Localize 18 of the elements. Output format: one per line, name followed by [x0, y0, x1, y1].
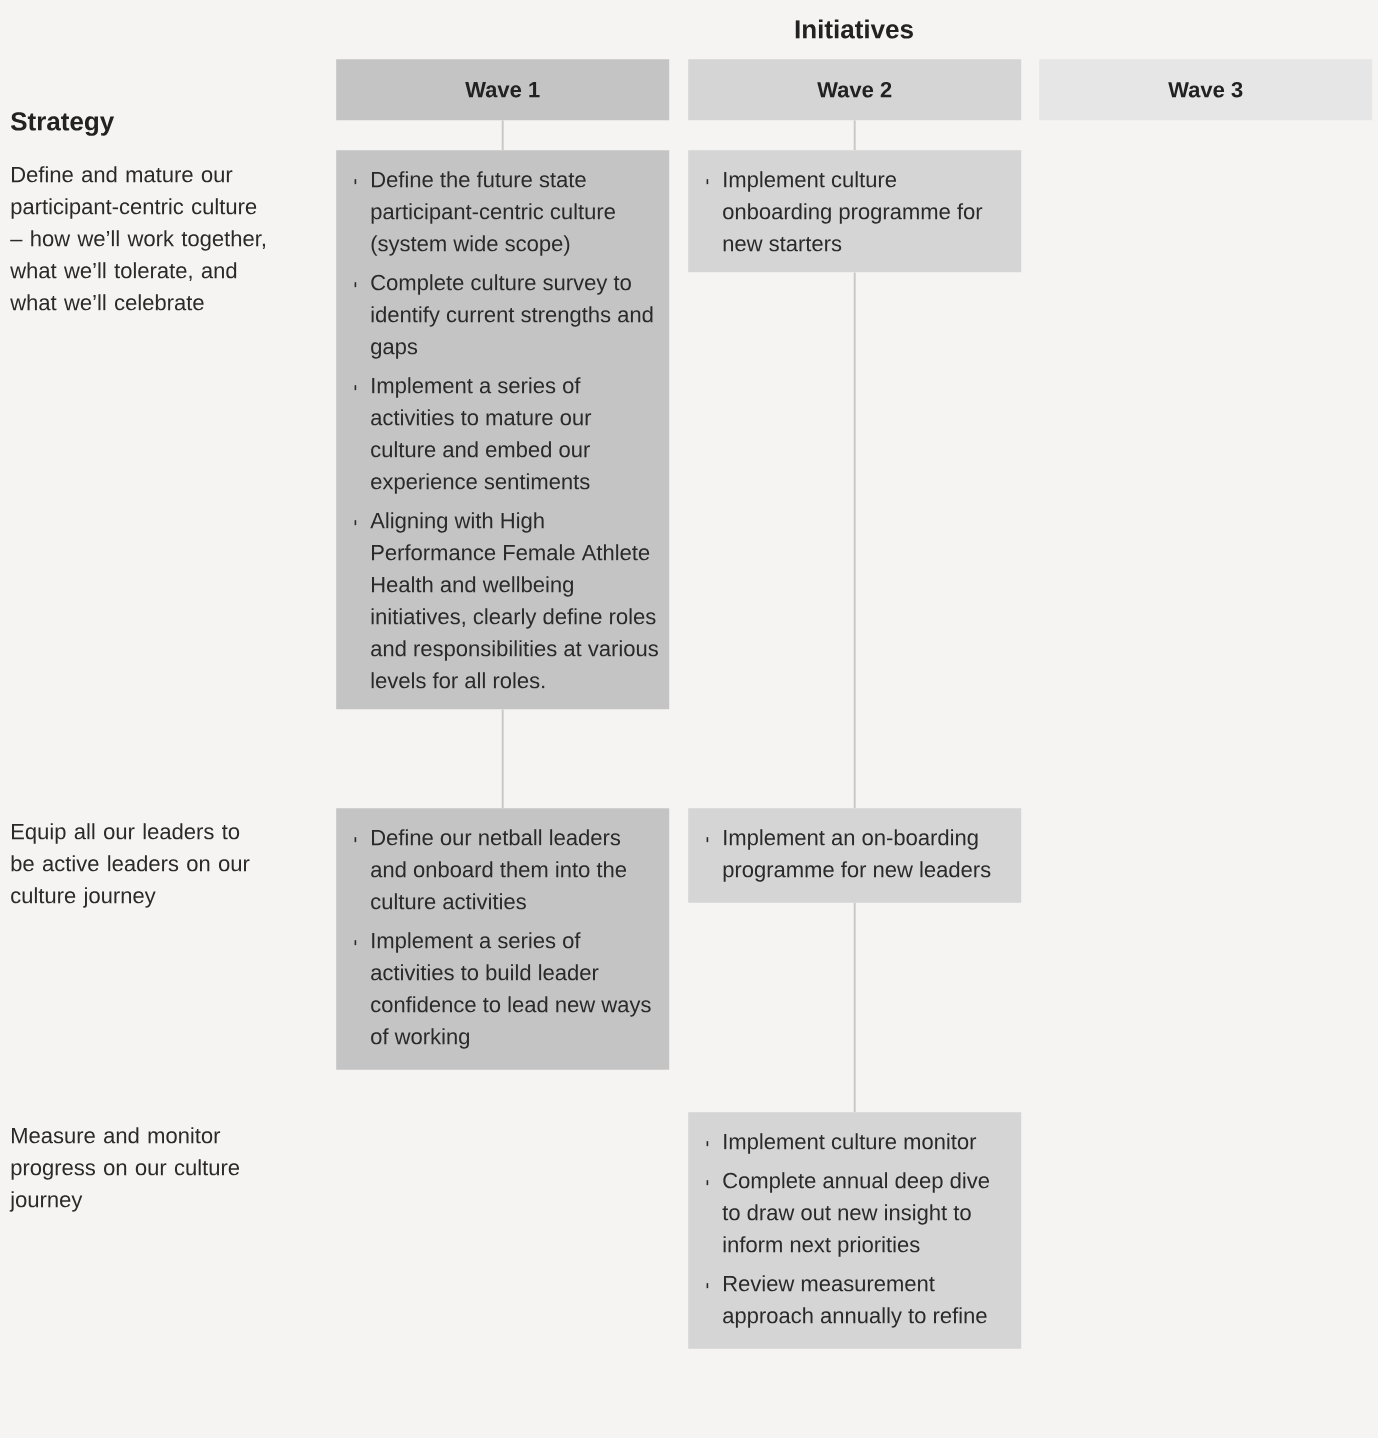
title: Initiatives — [795, 19, 913, 39]
strategy-text: Define and mature our participant-centric culture – how we’ll work together, what we’ll tolerate, and what we’ll celebrate — [10, 166, 265, 311]
connector-line — [853, 271, 856, 809]
strategy-heading: Strategy — [10, 112, 115, 136]
initiative-box: Define our netball leaders and onboard them into the culture activities Implement a series of activities to build leader confidence to lead new ways of working — [336, 808, 670, 1070]
wave-header: Wave 3 — [1039, 59, 1373, 121]
connector-line — [853, 119, 856, 151]
strategy-text: Measure and monitor progress on our culture journey — [9, 1127, 240, 1212]
connector-line — [853, 901, 856, 1113]
wave-header: Wave 2 — [688, 59, 1022, 121]
strategy-text: Equip all our leaders to be active leaders on our culture journey — [11, 823, 250, 908]
initiative-box: Define the future state participant-centric culture (system wide scope) Complete culture survey to identify current strengths and gaps Implement a series of activities to mature our culture and embed our experience sentiments Aligning with High Performance Female Athlete Health and wellbeing initiatives, clearly define roles and responsibilities at various levels for all roles. — [336, 150, 670, 710]
wave-header: Wave 1 — [336, 59, 670, 121]
initiative-box: Implement an on-boarding programme for new leaders — [688, 808, 1022, 903]
initiative-box: Implement culture monitor Complete annual deep dive to draw out new insight to inform next priorities Review measurement approach annually to refine — [688, 1112, 1022, 1349]
initiative-box: Implement culture onboarding programme for new starters — [688, 150, 1022, 273]
connector-line — [501, 119, 504, 151]
connector-line — [501, 708, 504, 809]
